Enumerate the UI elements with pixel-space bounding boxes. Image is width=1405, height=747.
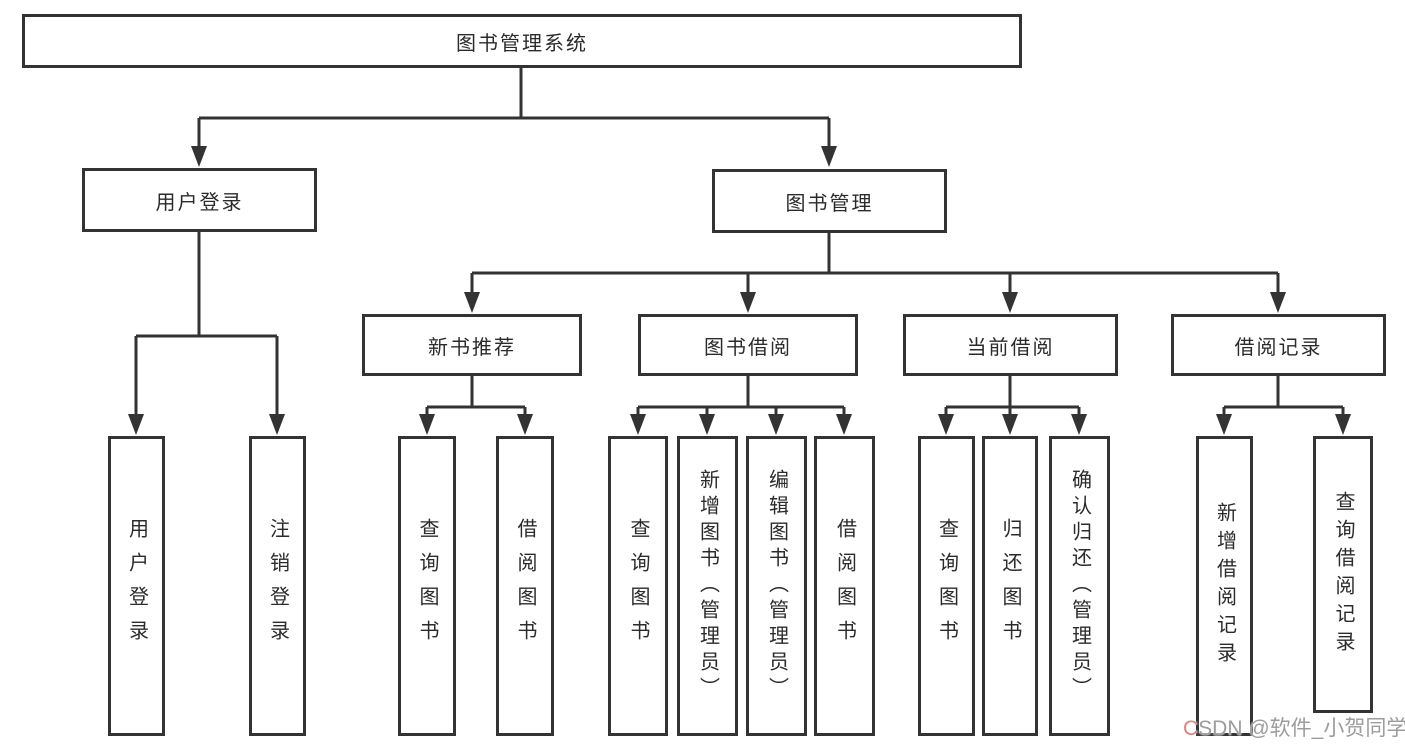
- leaf-user-login: 用户登录: [108, 436, 165, 736]
- leaf-borrow-query-books-label: 查询图书: [627, 518, 649, 654]
- connector-root-to-level2: [197, 68, 831, 149]
- leaf-logout: 注销登录: [249, 436, 306, 736]
- node-borrow-records-label: 借阅记录: [1234, 336, 1323, 359]
- node-book-borrow: 图书借阅: [638, 314, 858, 376]
- node-current-borrow-label: 当前借阅: [966, 336, 1055, 359]
- node-root-label: 图书管理系统: [456, 32, 588, 55]
- leaf-records-query: 查询借阅记录: [1313, 436, 1373, 713]
- leaf-recommend-query-books-label: 查询图书: [416, 518, 438, 654]
- node-user-login-label: 用户登录: [155, 191, 244, 214]
- node-new-book-recommend-label: 新书推荐: [428, 336, 516, 359]
- connector-new-book-recommend-to-leaves: [425, 376, 527, 417]
- leaf-recommend-query-books: 查询图书: [398, 436, 456, 736]
- node-book-management: 图书管理: [712, 169, 947, 233]
- csdn-watermark: CSDN @软件_小贺同学: [1183, 712, 1405, 742]
- leaf-logout-label: 注销登录: [266, 518, 289, 654]
- leaf-current-query-books: 查询图书: [918, 436, 975, 736]
- leaf-borrow-borrow-books-label: 借阅图书: [833, 518, 856, 654]
- leaf-recommend-borrow-books: 借阅图书: [496, 436, 554, 736]
- leaf-recommend-borrow-books-label: 借阅图书: [514, 518, 536, 654]
- leaf-borrow-edit-books-admin-label: 编辑图书（管理员）: [765, 469, 788, 703]
- leaf-records-add: 新增借阅记录: [1196, 436, 1253, 736]
- connector-book-management-to-level3: [470, 233, 1280, 295]
- node-user-login: 用户登录: [82, 168, 317, 232]
- node-book-borrow-label: 图书借阅: [704, 336, 792, 359]
- leaf-borrow-add-books-admin-label: 新增图书（管理员）: [696, 469, 719, 703]
- leaf-current-query-books-label: 查询图书: [935, 518, 958, 654]
- leaf-records-add-label: 新增借阅记录: [1213, 502, 1236, 670]
- leaf-user-login-label: 用户登录: [125, 518, 148, 654]
- node-borrow-records: 借阅记录: [1171, 314, 1386, 376]
- connector-user-login-to-leaves: [134, 232, 279, 417]
- node-book-management-label: 图书管理: [785, 192, 874, 215]
- node-new-book-recommend: 新书推荐: [362, 314, 582, 376]
- node-current-borrow: 当前借阅: [903, 314, 1118, 376]
- connector-borrow-records-to-leaves: [1222, 376, 1345, 417]
- csdn-watermark-text: SDN @软件_小贺同学: [1198, 717, 1405, 740]
- leaf-current-confirm-return-admin: 确认归还（管理员）: [1049, 436, 1110, 736]
- leaf-borrow-edit-books-admin: 编辑图书（管理员）: [746, 436, 807, 736]
- leaf-records-query-label: 查询借阅记录: [1332, 490, 1354, 659]
- leaf-borrow-add-books-admin: 新增图书（管理员）: [677, 436, 738, 736]
- leaf-current-confirm-return-admin-label: 确认归还（管理员）: [1068, 469, 1091, 703]
- leaf-borrow-borrow-books: 借阅图书: [814, 436, 875, 736]
- csdn-watermark-logo-initial: C: [1183, 717, 1199, 740]
- connector-current-borrow-to-leaves: [944, 376, 1081, 417]
- leaf-borrow-query-books: 查询图书: [608, 436, 668, 736]
- leaf-current-return-books-label: 归还图书: [999, 518, 1021, 654]
- node-root: 图书管理系统: [22, 14, 1022, 68]
- connector-book-borrow-to-leaves: [636, 376, 846, 417]
- leaf-current-return-books: 归还图书: [982, 436, 1038, 736]
